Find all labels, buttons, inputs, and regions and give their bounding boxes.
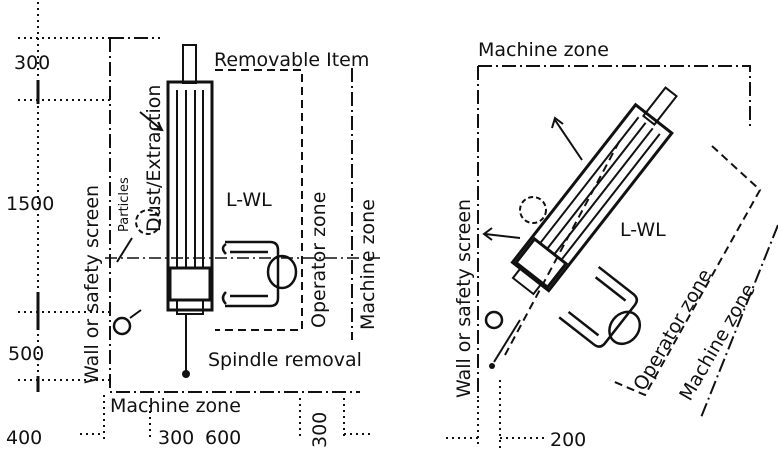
left-dimensions: [18, 2, 370, 440]
label-wall-right: Wall or safety screen: [453, 199, 475, 398]
right-operator-figure: [558, 265, 642, 348]
right-machine: [510, 86, 678, 296]
right-valve-icon: [484, 310, 504, 330]
dim-600: 600: [205, 427, 241, 449]
right-extraction-circle: [519, 196, 547, 224]
dim-200: 200: [550, 429, 586, 451]
label-machine-zone-left-side: Machine zone: [357, 199, 379, 330]
dim-300-bottom: 300: [158, 427, 194, 449]
dim-1500: 1500: [6, 193, 54, 215]
label-dust-extraction: Dust/Extraction: [143, 85, 165, 232]
right-operator-zone-boundary: [609, 145, 762, 397]
label-removable-item: Removable Item: [214, 49, 369, 71]
right-layout: Machine zone Wall or safety screen L-WL …: [446, 39, 778, 451]
label-machine-zone-right-top: Machine zone: [478, 39, 609, 61]
label-l-wl-right: L-WL: [620, 219, 666, 241]
label-particles: Particles: [117, 177, 132, 232]
left-operator-zone-boundary: [215, 69, 303, 331]
left-layout: 300 1500 500 400 300 600 300 Removable I…: [6, 2, 380, 449]
label-operator-zone-left: Operator zone: [308, 192, 330, 328]
dim-300-right: 300: [309, 412, 331, 448]
left-operator-figure: [221, 240, 298, 308]
right-machine-zone-boundary: [478, 65, 751, 128]
left-valve-icon: [112, 316, 132, 336]
label-machine-zone-left-bottom: Machine zone: [110, 395, 241, 417]
dim-400: 400: [6, 427, 42, 449]
left-machine-zone-boundary: [109, 38, 360, 393]
right-machine-zone-diag: [699, 224, 778, 421]
dim-300-top: 300: [14, 52, 50, 74]
left-extraction-circle: [135, 209, 161, 235]
dim-500: 500: [8, 343, 44, 365]
label-l-wl-left: L-WL: [226, 189, 272, 211]
label-spindle-removal: Spindle removal: [208, 349, 362, 371]
label-wall-left: Wall or safety screen: [81, 185, 103, 384]
left-machine: [166, 44, 214, 378]
